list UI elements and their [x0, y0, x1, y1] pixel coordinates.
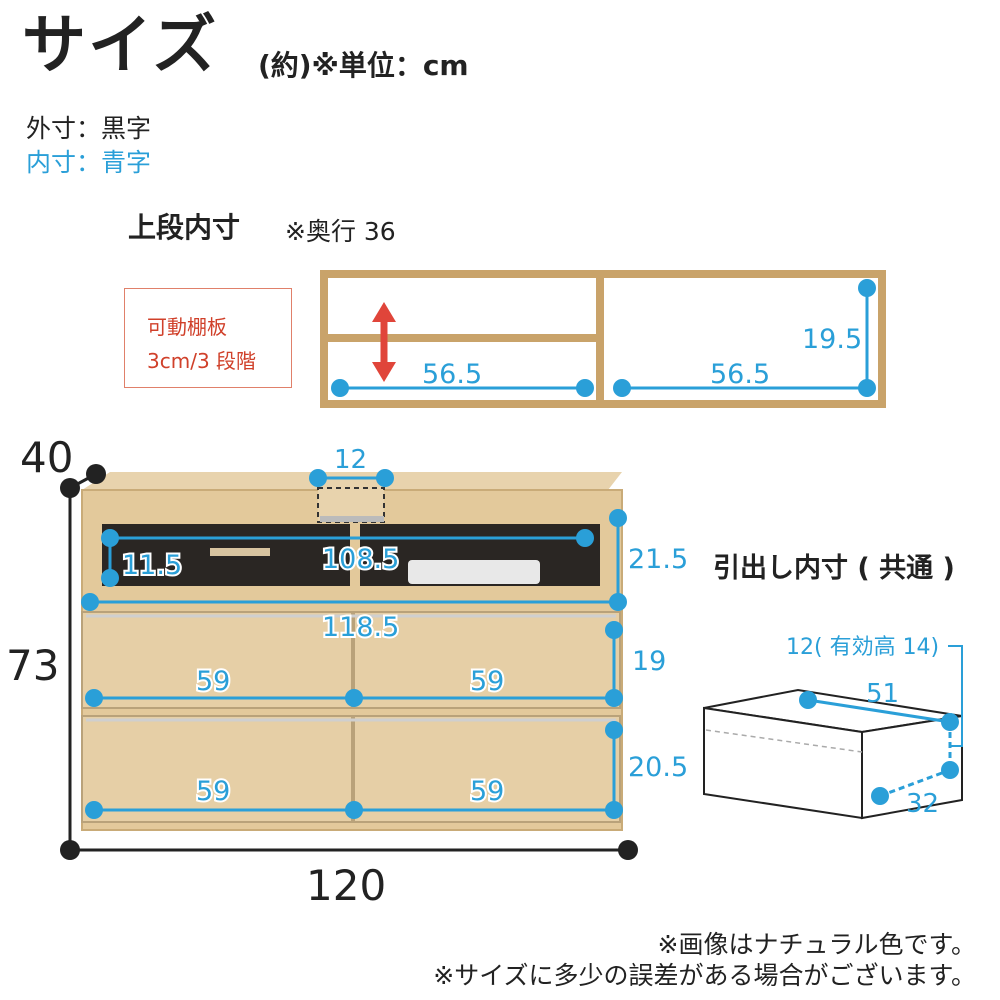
upper-section-title: 上段内寸: [128, 211, 241, 244]
legend-outer: 外寸：黒字: [26, 114, 152, 143]
drawer2-height-dim: 20.5: [628, 752, 688, 783]
note-color: ※画像はナチュラル色です。: [657, 930, 976, 959]
drawer-inner-title: 引出し内寸 ( 共通 ): [713, 553, 955, 584]
upper-left-width: 56.5: [422, 359, 482, 390]
cable-hole-shadow: [320, 516, 384, 522]
adjustable-shelf-line2: 3cm/3 段階: [147, 349, 257, 373]
outer-width-dim: 120: [306, 861, 386, 910]
drawer-2-left[interactable]: [81, 715, 353, 823]
upper-height: 19.5: [802, 324, 862, 355]
drawer-row1-left-dim: 59: [196, 666, 230, 697]
drawer-inner-diagram: 51 12( 有効高 14) 32: [703, 635, 963, 820]
outer-height-dim: 73: [6, 641, 59, 690]
open-width-dim: 108.5: [322, 544, 399, 575]
compartment-divider: [350, 524, 360, 586]
drawer-row2-left-dim: 59: [196, 776, 230, 807]
dim-point: [576, 379, 594, 397]
device-placeholder: [408, 560, 540, 584]
inner-total-width-dim: 118.5: [322, 612, 399, 643]
note-tolerance: ※サイズに多少の誤差がある場合がございます。: [433, 961, 976, 990]
drawer-row2-right-dim: 59: [470, 776, 504, 807]
drawer-inner-depth: 32: [906, 789, 939, 819]
adjustable-shelf-note: 可動棚板 3cm/3 段階: [124, 288, 292, 388]
legend-inner: 内寸：青字: [26, 148, 152, 177]
upper-shelf-diagram: 56.5 56.5 19.5: [320, 270, 886, 408]
tv-cabinet: [81, 472, 623, 831]
dim-point: [331, 379, 349, 397]
cabinet-outer-dims: 40 73 120: [6, 433, 638, 910]
open-height-dim: 21.5: [628, 544, 688, 575]
adjust-arrow-icon: [372, 302, 396, 382]
unit-note: (約)※単位：cm: [258, 49, 469, 82]
drawer-inner-height: 12( 有効高 14): [786, 635, 939, 660]
top-gap-dim: 12: [334, 445, 367, 475]
upper-depth-note: ※奥行 36: [285, 217, 396, 246]
dim-point: [858, 279, 876, 297]
shelf-edge: [210, 548, 270, 556]
dim-point: [613, 379, 631, 397]
adjustable-shelf-line1: 可動棚板: [147, 315, 227, 339]
drawer-row1-right-dim: 59: [470, 666, 504, 697]
open-left-dim: 11.5: [122, 550, 182, 581]
page-title: サイズ: [22, 9, 219, 83]
drawer-1-left[interactable]: [81, 611, 353, 709]
upper-right-width: 56.5: [710, 359, 770, 390]
outer-depth-dim: 40: [20, 433, 73, 482]
drawer-inner-width: 51: [866, 679, 899, 709]
drawer-1-right[interactable]: [353, 611, 621, 709]
drawer-2-right[interactable]: [353, 715, 621, 823]
drawer1-height-dim: 19: [632, 646, 666, 677]
cabinet-inner-dims: 12 11.5 108.5 21.5 118.5 59 59 19: [81, 445, 688, 819]
cabinet-top: [82, 472, 622, 490]
